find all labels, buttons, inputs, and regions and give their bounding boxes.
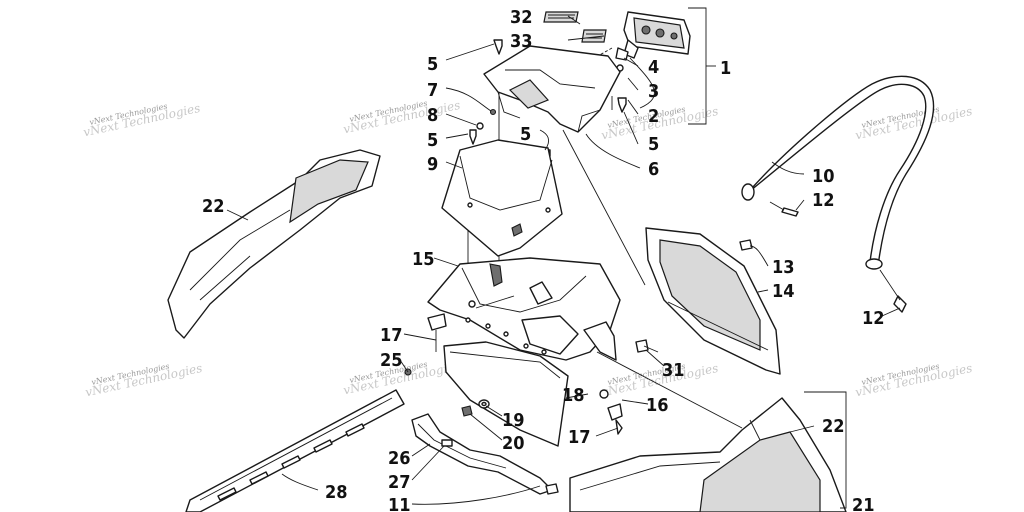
callouts: 1 2 3 4 5 5 5 5 6 7 8 9 10 11 12 12 13 1… bbox=[202, 7, 885, 512]
watermark: vNext Technologies vNext Technologies bbox=[854, 104, 974, 142]
callout-31: 31 bbox=[662, 360, 685, 381]
callout-25: 25 bbox=[380, 350, 403, 371]
callout-14: 14 bbox=[772, 281, 795, 302]
callout-13: 13 bbox=[772, 257, 795, 278]
watermark: vNext Technologies vNext Technologies bbox=[854, 361, 974, 399]
callout-26: 26 bbox=[388, 448, 411, 469]
rail-bar bbox=[185, 389, 405, 512]
tunnel-cover bbox=[427, 257, 621, 361]
callout-28: 28 bbox=[325, 482, 348, 503]
callout-12: 12 bbox=[862, 308, 885, 329]
callout-17: 17 bbox=[568, 427, 591, 448]
callout-12: 12 bbox=[812, 190, 835, 211]
callout-19: 19 bbox=[502, 410, 525, 431]
callout-17: 17 bbox=[380, 325, 403, 346]
leader-lines bbox=[226, 7, 901, 509]
callout-27: 27 bbox=[388, 472, 411, 493]
hitch-bracket bbox=[411, 413, 559, 495]
callout-7: 7 bbox=[427, 80, 438, 101]
callout-15: 15 bbox=[412, 249, 435, 270]
rail-slots bbox=[217, 423, 365, 501]
grab-bar bbox=[741, 75, 935, 270]
callout-33: 33 bbox=[510, 31, 533, 52]
callout-18: 18 bbox=[562, 385, 585, 406]
side-shield bbox=[645, 227, 781, 375]
pins bbox=[769, 201, 907, 313]
fasteners-lower bbox=[404, 239, 753, 435]
watermark: vNext Technologies vNext Technologies bbox=[82, 101, 202, 139]
callout-9: 9 bbox=[427, 154, 438, 175]
callout-3: 3 bbox=[648, 81, 659, 102]
callout-5: 5 bbox=[520, 124, 531, 145]
mount-plate bbox=[441, 139, 563, 257]
callout-10: 10 bbox=[812, 166, 835, 187]
callout-21: 21 bbox=[852, 495, 875, 512]
right-bumper bbox=[569, 397, 847, 512]
callout-22: 22 bbox=[202, 196, 225, 217]
callout-4: 4 bbox=[648, 57, 659, 78]
callout-16: 16 bbox=[646, 395, 669, 416]
callout-8: 8 bbox=[427, 105, 438, 126]
callout-1: 1 bbox=[720, 58, 731, 79]
callout-2: 2 bbox=[648, 106, 659, 127]
snow-flap bbox=[443, 341, 569, 447]
callout-5: 5 bbox=[427, 54, 438, 75]
decals bbox=[543, 11, 607, 43]
callout-5: 5 bbox=[427, 130, 438, 151]
callout-32: 32 bbox=[510, 7, 533, 28]
watermark: vNext Technologies vNext Technologies bbox=[342, 98, 462, 136]
tail-light-housing bbox=[483, 45, 621, 133]
callout-6: 6 bbox=[648, 159, 659, 180]
tail-light-assembly bbox=[615, 11, 691, 109]
left-tunnel-piece bbox=[167, 149, 381, 339]
callout-20: 20 bbox=[502, 433, 525, 454]
callout-22: 22 bbox=[822, 416, 845, 437]
callout-5: 5 bbox=[648, 134, 659, 155]
watermark: vNext Technologies vNext Technologies bbox=[84, 361, 204, 399]
callout-11: 11 bbox=[388, 495, 411, 512]
